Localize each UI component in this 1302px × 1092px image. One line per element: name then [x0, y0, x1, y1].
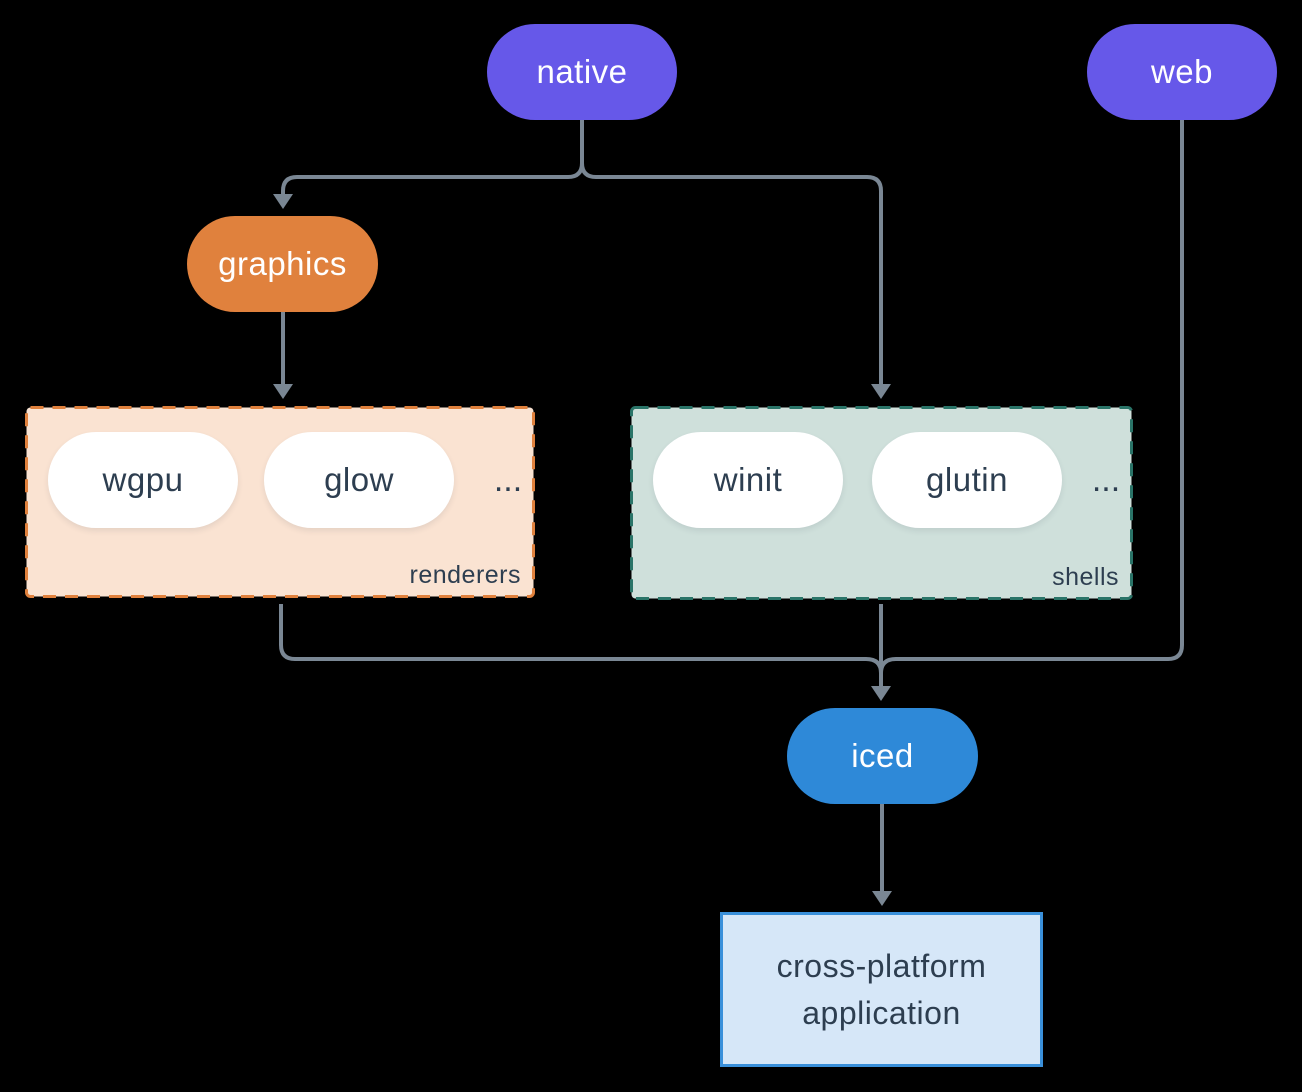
node-glutin-label: glutin [926, 461, 1008, 498]
edge-renderers-to-junction [279, 604, 883, 674]
node-native-label: native [536, 53, 628, 90]
renderers-group: wgpu glow ... renderers [25, 406, 535, 598]
renderers-ellipsis: ... [493, 460, 523, 499]
node-graphics: graphics [187, 216, 378, 312]
node-winit: winit [653, 432, 843, 528]
shells-group: winit glutin ... shells [630, 406, 1133, 600]
renderers-group-label: renderers [409, 561, 521, 589]
edge-native-to-shells [580, 120, 891, 399]
node-iced: iced [787, 708, 978, 804]
node-native: native [487, 24, 677, 120]
node-web-label: web [1150, 53, 1214, 90]
node-web: web [1087, 24, 1277, 120]
cross-platform-application-box: cross-platform application [720, 912, 1043, 1067]
shells-group-label: shells [1052, 563, 1119, 591]
node-iced-label: iced [851, 737, 914, 774]
shells-ellipsis: ... [1091, 460, 1121, 499]
edge-native-to-graphics [273, 120, 584, 209]
node-glutin: glutin [872, 432, 1062, 528]
node-glow: glow [264, 432, 454, 528]
node-graphics-label: graphics [218, 245, 347, 282]
node-wgpu: wgpu [48, 432, 238, 528]
node-glow-label: glow [324, 461, 394, 498]
application-label-line1: cross-platform [776, 947, 987, 984]
node-winit-label: winit [713, 461, 783, 498]
node-wgpu-label: wgpu [102, 461, 184, 498]
application-label-line2: application [802, 994, 961, 1031]
